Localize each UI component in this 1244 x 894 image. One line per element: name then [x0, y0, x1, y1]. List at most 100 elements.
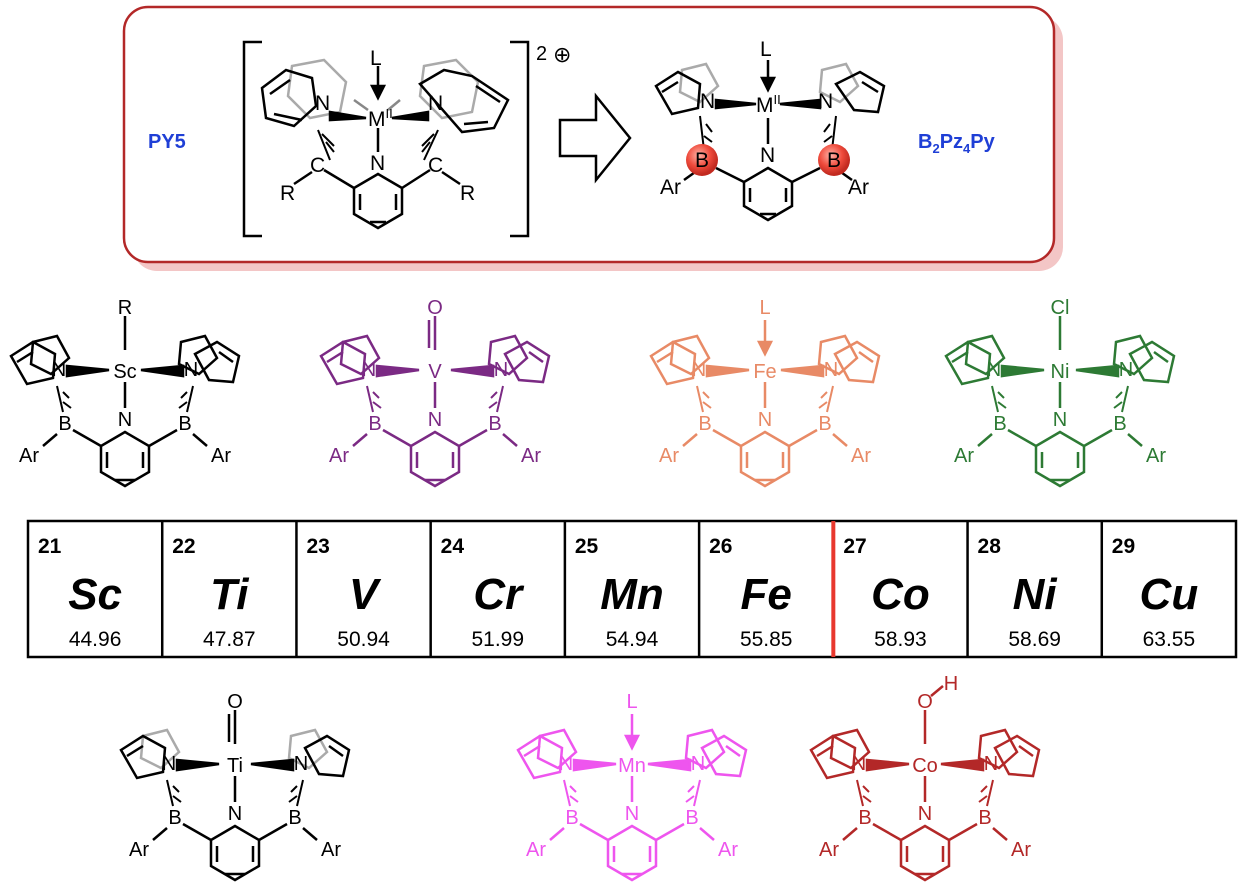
- element-symbol: Ti: [210, 570, 249, 619]
- b-ar-bond-left: [977, 433, 993, 447]
- b2-metal-label: MII: [756, 92, 781, 117]
- hash-left: [366, 385, 382, 413]
- b-py-bond-right: [655, 822, 685, 842]
- b2-n-left: N: [700, 90, 715, 113]
- wedge-left: [865, 758, 910, 772]
- pz-ring-back: [339, 334, 381, 376]
- metal-label: Ti: [227, 755, 243, 777]
- pz-ring-front: [809, 734, 857, 780]
- n-label-right: N: [984, 753, 998, 775]
- b-ar-bond-left: [152, 827, 168, 841]
- wedge-right: [250, 758, 295, 772]
- metal-label: Ni: [1051, 361, 1070, 383]
- pyridine-double-bonds: [105, 452, 145, 482]
- metal-label: Mn: [618, 755, 646, 777]
- b-py-bond-left: [712, 428, 742, 448]
- pz-ring-front: [700, 734, 748, 778]
- complex-bonds: [319, 316, 551, 488]
- py5-metal-label: MII: [368, 106, 393, 131]
- hash-right: [488, 385, 504, 413]
- pz-double-bonds: [951, 350, 1169, 364]
- wedge-left: [1000, 364, 1045, 378]
- apical-label: R: [118, 297, 132, 319]
- pz-ring-front: [303, 734, 351, 778]
- complex-bonds: [119, 710, 351, 882]
- n-label-center: N: [918, 803, 932, 825]
- wedge-left: [705, 364, 750, 378]
- wedge-right: [940, 758, 985, 772]
- b-label-left: B: [698, 413, 711, 435]
- apical-label: Cl: [1051, 297, 1070, 319]
- b-ar-bond-right: [192, 433, 208, 447]
- wedge-right: [450, 364, 495, 378]
- apical-label: O: [427, 297, 443, 319]
- apical-h-label: H: [944, 673, 958, 695]
- n-label-center: N: [428, 409, 442, 431]
- b-label-right: B: [288, 807, 301, 829]
- top-panel: PY5 B2Pz4Py 2 ⊕: [122, 5, 1063, 271]
- pz-ring-front: [944, 340, 992, 386]
- n-label-right: N: [294, 753, 308, 775]
- periodic-table-strip: 21Sc44.9622Ti47.8723V50.9424Cr51.9925Mn5…: [26, 519, 1238, 659]
- pz-ring-back: [964, 334, 1006, 376]
- pz-double-bonds: [656, 350, 874, 364]
- boron-highlight-right: [818, 144, 850, 176]
- ar-label-right: Ar: [521, 445, 541, 467]
- b-ar-bond-right: [1127, 433, 1143, 447]
- element-symbol: Co: [871, 570, 930, 619]
- pz-ring-back: [817, 334, 859, 376]
- hash-right: [978, 779, 994, 807]
- b-py-bond-right: [458, 428, 488, 448]
- py5-n-right: N: [428, 92, 443, 115]
- atomic-mass: 63.55: [1143, 628, 1196, 651]
- element-symbol: V: [349, 570, 382, 619]
- metal-label: Fe: [753, 361, 776, 383]
- pz-ring-back: [29, 334, 71, 376]
- hash-left: [856, 779, 872, 807]
- b-ar-bond-left: [682, 433, 698, 447]
- b2-ar-left: Ar: [660, 176, 681, 199]
- metal-label: V: [428, 361, 442, 383]
- pz-double-bonds: [16, 350, 234, 364]
- atomic-number: 21: [38, 535, 62, 558]
- pz-ring-front: [649, 340, 697, 386]
- complex-bonds: [9, 316, 241, 488]
- pz-double-bonds: [326, 350, 544, 364]
- hash-right: [685, 779, 701, 807]
- n-label-left: N: [692, 359, 706, 381]
- b-ar-bond-left: [842, 827, 858, 841]
- n-label-center: N: [1053, 409, 1067, 431]
- hash-right: [288, 779, 304, 807]
- atomic-number: 29: [1112, 535, 1135, 558]
- b-py-bond-left: [872, 822, 902, 842]
- pyridine-double-bonds: [415, 452, 455, 482]
- boron-highlight-left: [686, 144, 718, 176]
- b-label-left: B: [993, 413, 1006, 435]
- b-ar-bond-right: [832, 433, 848, 447]
- atomic-mass: 51.99: [471, 628, 524, 651]
- metal-label: Sc: [113, 361, 136, 383]
- element-symbol: Cr: [473, 570, 525, 619]
- atomic-mass: 54.94: [606, 628, 659, 651]
- b-label-right: B: [978, 807, 991, 829]
- hash-right: [818, 385, 834, 413]
- ar-label-left: Ar: [954, 445, 974, 467]
- b-label-right: B: [178, 413, 191, 435]
- pz-ring-front: [9, 340, 57, 386]
- apical-arrow-head: [756, 340, 774, 357]
- b-label-right: B: [818, 413, 831, 435]
- py5-ligand-label: L: [370, 47, 382, 70]
- b-py-bond-left: [382, 428, 412, 448]
- b-py-bond-left: [72, 428, 102, 448]
- n-label-left: N: [987, 359, 1001, 381]
- ar-label-right: Ar: [851, 445, 871, 467]
- ar-label-right: Ar: [1011, 839, 1031, 861]
- py5-complex: [260, 58, 510, 230]
